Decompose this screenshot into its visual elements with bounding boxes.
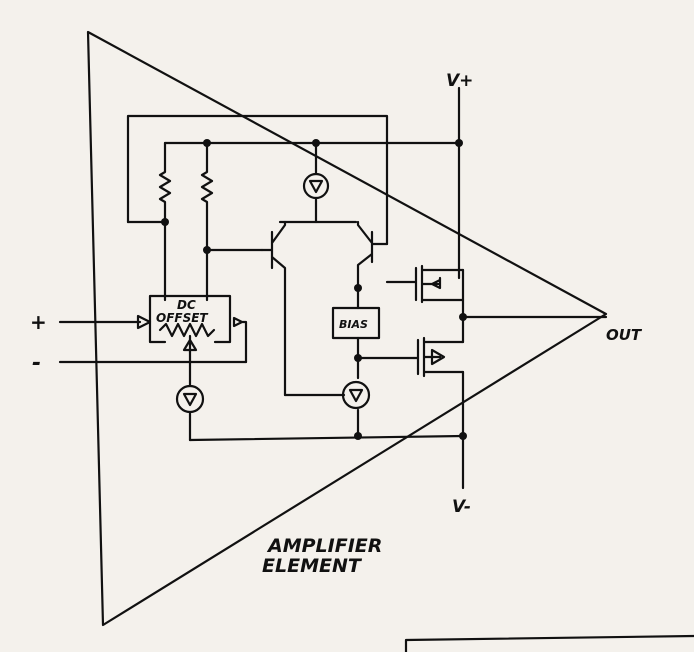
label-dc-offset-2: OFFSET (156, 311, 208, 325)
junction-dot (354, 432, 362, 440)
transistor-right (356, 220, 389, 310)
label-title-line1: AMPLIFIER (266, 535, 382, 557)
mosfet-upper-gate (385, 266, 418, 302)
junction-dot (203, 246, 211, 254)
plus-input-arrow (136, 314, 152, 330)
junction-dot (459, 432, 467, 440)
bias-block (331, 306, 381, 340)
transistor-left (260, 220, 287, 397)
mosfet-lower-gate (412, 338, 420, 376)
label-input-minus: - (32, 351, 41, 376)
current-source-center-arrow (348, 388, 364, 403)
junction-dot (161, 218, 169, 226)
panel-edge (404, 634, 694, 652)
offset-arrow-right (232, 316, 248, 364)
current-source-lower (175, 384, 205, 414)
label-output: OUT (606, 326, 643, 344)
amplifier-triangle (86, 30, 608, 627)
label-bias: BIAS (339, 318, 368, 331)
vminus-rail (188, 434, 465, 442)
label-title-line2: ELEMENT (262, 555, 363, 577)
offset-wiper (182, 334, 198, 354)
junction-dot (203, 139, 211, 147)
junction-dot (354, 284, 362, 292)
junction-dot (455, 139, 463, 147)
dc-offset-pot (158, 322, 216, 338)
current-source-lower-arrow (182, 392, 198, 407)
label-dc-offset-1: DC (177, 298, 196, 312)
junction-dot (459, 313, 467, 321)
current-source-center (341, 380, 371, 410)
current-source-top (302, 172, 330, 200)
label-vminus: V- (452, 497, 471, 517)
mosfet-upper-channel (420, 264, 465, 304)
current-source-top-arrow (308, 179, 324, 194)
junction-dot (354, 354, 362, 362)
label-vplus: V+ (446, 71, 473, 91)
mosfet-lower-channel (422, 336, 465, 378)
resistor-left (158, 141, 172, 302)
resistor-right (200, 141, 214, 302)
dc-offset-block (148, 294, 232, 344)
label-input-plus: + (30, 310, 47, 334)
junction-dot (312, 139, 320, 147)
top-loop-wire (126, 114, 389, 246)
